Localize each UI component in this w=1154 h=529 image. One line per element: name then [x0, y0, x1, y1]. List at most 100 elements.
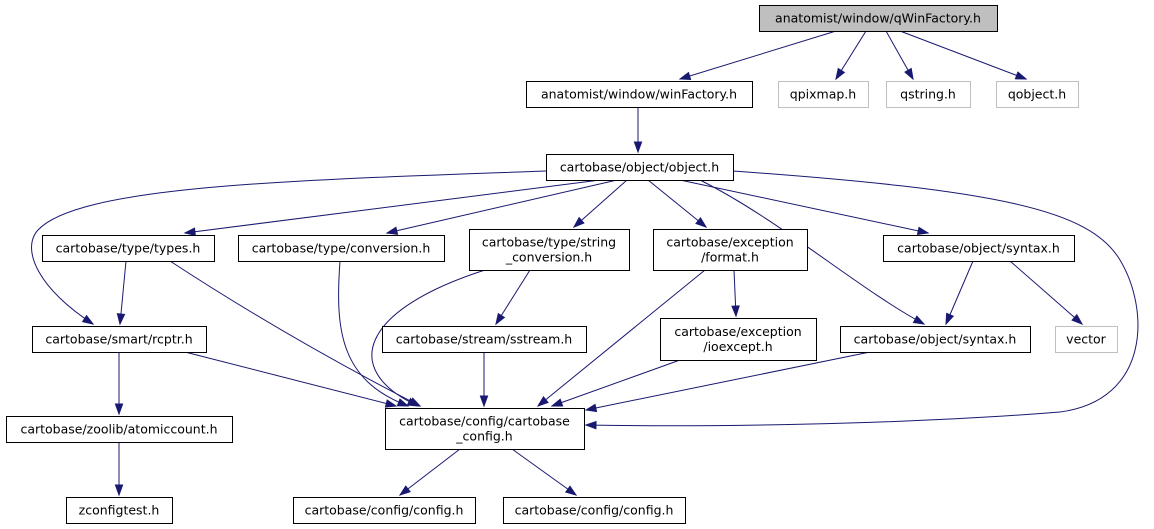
node-box — [660, 318, 817, 361]
arrow-head — [116, 313, 126, 326]
edge-line — [679, 30, 837, 80]
edge-syntax_mid-to-cartobase_config — [584, 351, 871, 413]
node-box — [66, 497, 173, 524]
edge-line — [537, 269, 706, 407]
arrow-head — [396, 398, 410, 407]
edge-object-to-types — [183, 179, 601, 236]
node-box — [759, 5, 998, 32]
node-winfactory[interactable]: anatomist/window/winFactory.h — [526, 81, 753, 108]
node-label: cartobase/type/conversion.h — [252, 241, 431, 256]
arrow-head — [384, 399, 398, 408]
node-box — [840, 326, 1031, 353]
edge-line — [169, 260, 421, 407]
arrow-head — [835, 67, 846, 81]
edge-string_conversion-to-sstream — [495, 269, 531, 326]
node-label: zconfigtest.h — [79, 503, 160, 518]
node-qwinfactory[interactable]: anatomist/window/qWinFactory.h — [759, 5, 998, 32]
node-vector[interactable]: vector — [1055, 326, 1118, 353]
edge-cartobase_config-to-config_a — [398, 448, 461, 496]
arrow-head — [385, 226, 399, 235]
node-object[interactable]: cartobase/object/object.h — [546, 154, 734, 181]
node-cartobase_config[interactable]: cartobase/config/cartobase_config.h — [385, 408, 585, 450]
edge-line — [495, 269, 531, 325]
node-label: cartobase/object/object.h — [560, 160, 719, 175]
node-label: cartobase/smart/rcptr.h — [45, 332, 192, 347]
edge-line — [511, 448, 577, 496]
edge-object-to-syntax_top — [679, 179, 930, 236]
node-qstring[interactable]: qstring.h — [886, 81, 971, 108]
arrow-head — [904, 67, 914, 81]
node-box — [42, 235, 215, 262]
arrow-head — [916, 226, 930, 236]
nodes: anatomist/window/qWinFactory.h anatomist/… — [6, 5, 1118, 524]
node-types[interactable]: cartobase/type/types.h — [42, 235, 215, 262]
node-format[interactable]: cartobase/exception/format.h — [653, 229, 808, 271]
node-box — [653, 229, 808, 271]
node-config_a[interactable]: cartobase/config/config.h — [293, 497, 476, 524]
node-string_conversion[interactable]: cartobase/type/string_conversion.h — [469, 229, 630, 271]
edge-line — [573, 179, 628, 228]
node-qobject[interactable]: qobject.h — [996, 81, 1079, 108]
arrow-head — [406, 397, 420, 407]
edge-line — [585, 351, 871, 411]
node-box — [996, 81, 1079, 108]
edge-line — [899, 30, 1027, 80]
node-rcptr[interactable]: cartobase/smart/rcptr.h — [32, 326, 207, 353]
node-label: vector — [1066, 332, 1107, 347]
edge-object-to-format — [647, 179, 708, 228]
arrow-head — [114, 484, 124, 497]
node-box — [1055, 326, 1118, 353]
node-label: cartobase/object/syntax.h — [854, 332, 1017, 347]
edge-line — [551, 359, 681, 407]
node-label: cartobase/exception — [674, 324, 801, 339]
edge-object-to-string_conversion — [572, 179, 628, 228]
node-syntax_top[interactable]: cartobase/object/syntax.h — [883, 235, 1075, 262]
node-label: qpixmap.h — [790, 87, 856, 102]
arrow-head — [1071, 313, 1084, 325]
arrow-head — [678, 71, 692, 81]
node-zconfigtest[interactable]: zconfigtest.h — [66, 497, 173, 524]
arrow-head — [495, 312, 506, 326]
arrow-head — [731, 305, 740, 318]
node-label: qstring.h — [900, 87, 956, 102]
edge-line — [338, 260, 409, 407]
node-label: cartobase/config/config.h — [515, 503, 674, 518]
node-config_b[interactable]: cartobase/config/config.h — [503, 497, 686, 524]
edge-qwinfactory-to-qobject — [899, 30, 1028, 80]
node-sstream[interactable]: cartobase/stream/sstream.h — [382, 326, 587, 353]
edge-object-to-rcptr — [31, 170, 547, 325]
edge-line — [699, 179, 925, 325]
node-conversion[interactable]: cartobase/type/conversion.h — [238, 235, 445, 262]
node-label: cartobase/object/syntax.h — [897, 241, 1060, 256]
node-label: cartobase/type/string — [482, 235, 616, 250]
node-label: cartobase/exception — [666, 235, 793, 250]
edge-winfactory-to-object — [633, 107, 643, 154]
edge-rcptr-to-cartobase_config — [184, 351, 398, 408]
node-label: cartobase/zoolib/atomiccount.h — [20, 422, 217, 437]
arrow-head — [114, 403, 124, 416]
node-label: qobject.h — [1008, 87, 1066, 102]
node-label: anatomist/window/winFactory.h — [541, 87, 737, 102]
node-label: /format.h — [701, 250, 759, 265]
arrow-head — [183, 227, 196, 236]
node-box — [778, 81, 869, 108]
edge-line — [31, 170, 547, 325]
arrow-head — [550, 398, 564, 407]
node-label: anatomist/window/qWinFactory.h — [775, 11, 981, 26]
node-ioexcept[interactable]: cartobase/exception/ioexcept.h — [660, 318, 817, 361]
arrow-head — [584, 403, 598, 413]
arrow-head — [572, 216, 585, 228]
node-qpixmap[interactable]: qpixmap.h — [778, 81, 869, 108]
arrow-head — [1014, 71, 1028, 80]
edge-line — [119, 260, 127, 325]
arrow-head — [564, 485, 578, 496]
edge-line — [184, 179, 601, 234]
node-box — [883, 235, 1075, 262]
node-label: cartobase/type/types.h — [56, 241, 201, 256]
edge-format-to-cartobase_config — [536, 269, 706, 407]
node-box — [382, 326, 587, 353]
node-box — [546, 154, 734, 181]
node-box — [469, 229, 630, 271]
node-atomiccount[interactable]: cartobase/zoolib/atomiccount.h — [6, 416, 233, 443]
node-syntax_mid[interactable]: cartobase/object/syntax.h — [840, 326, 1031, 353]
